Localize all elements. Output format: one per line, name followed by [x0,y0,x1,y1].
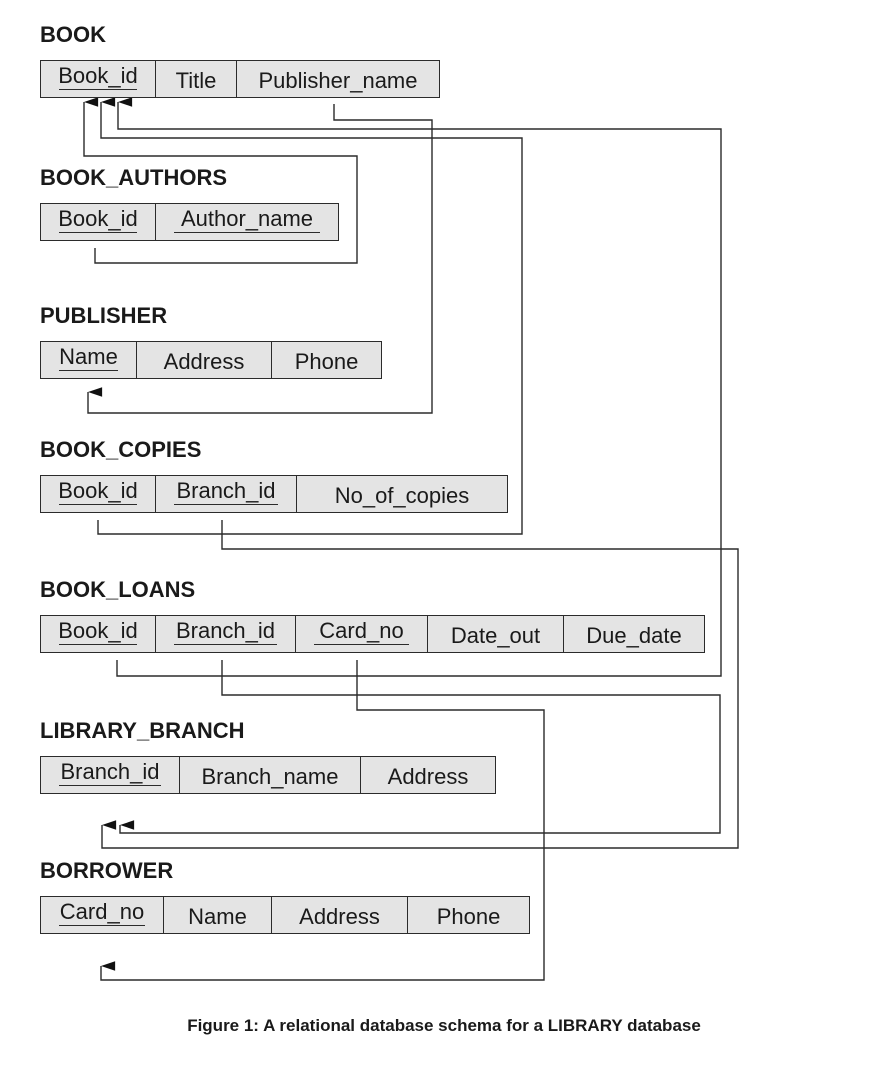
attr-book-book-id: Book_id [41,61,156,97]
fk-book-loans-book-id [116,97,722,677]
attr-publisher-name: Name [41,342,137,378]
attr-book-copies-branch-id: Branch_id [156,476,297,512]
attr-book-title: Title [156,61,237,97]
attr-book-copies-no-of-copies: No_of_copies [334,483,470,508]
attr-book-authors-book-id: Book_id [41,204,156,240]
attr-borrower-name: Name [164,897,272,933]
fk-book-loans-card-no [100,660,545,981]
relation-book-copies: Book_id Branch_id No_of_copies [40,475,508,513]
attr-borrower-card-no: Card_no [41,897,164,933]
table-name-library-branch: LIBRARY_BRANCH [40,718,245,743]
attr-book-loans-book-id: Book_id [41,616,156,652]
fk-book-copies-book-id [97,97,523,535]
fk-book-loans-branch-id [119,660,721,834]
attr-borrower-address: Address [272,897,408,933]
relation-library-branch: Branch_id Branch_name Address [40,756,496,794]
relation-borrower: Card_no Name Address Phone [40,896,530,934]
table-name-book-copies: BOOK_COPIES [40,437,202,462]
relation-book: Book_id Title Publisher_name [40,60,440,98]
table-name-borrower: BORROWER [40,858,174,883]
attr-library-branch-branch-name: Branch_name [180,757,361,793]
table-name-book-loans: BOOK_LOANS [40,577,196,602]
attr-publisher-phone: Phone [294,349,359,374]
attr-book-copies-book-id: Book_id [41,476,156,512]
table-name-book: BOOK [40,22,106,47]
attr-borrower-phone: Phone [436,904,501,929]
table-name-publisher: PUBLISHER [40,303,168,328]
attr-library-branch-address: Address [387,764,469,789]
fk-book-authors-book-id [83,97,358,264]
attr-book-loans-date-out: Date_out [428,616,564,652]
attr-book-loans-branch-id: Branch_id [156,616,296,652]
attr-book-publisher-name: Publisher_name [258,68,418,93]
attr-book-loans-due-date: Due_date [586,623,682,648]
attr-book-authors-author-name: Author_name [156,204,338,240]
table-name-book-authors: BOOK_AUTHORS [40,165,228,190]
attr-publisher-address: Address [137,342,272,378]
figure-caption: Figure 1: A relational database schema f… [187,1016,701,1035]
relation-book-loans: Book_id Branch_id Card_no Date_out Due_d… [40,615,705,653]
fk-book-publisher-name [87,104,433,414]
relation-publisher: Name Address Phone [40,341,382,379]
attr-library-branch-branch-id: Branch_id [41,757,180,793]
attr-book-loans-card-no: Card_no [296,616,428,652]
relation-book-authors: Book_id Author_name [40,203,339,241]
fk-book-copies-branch-id [101,520,739,849]
